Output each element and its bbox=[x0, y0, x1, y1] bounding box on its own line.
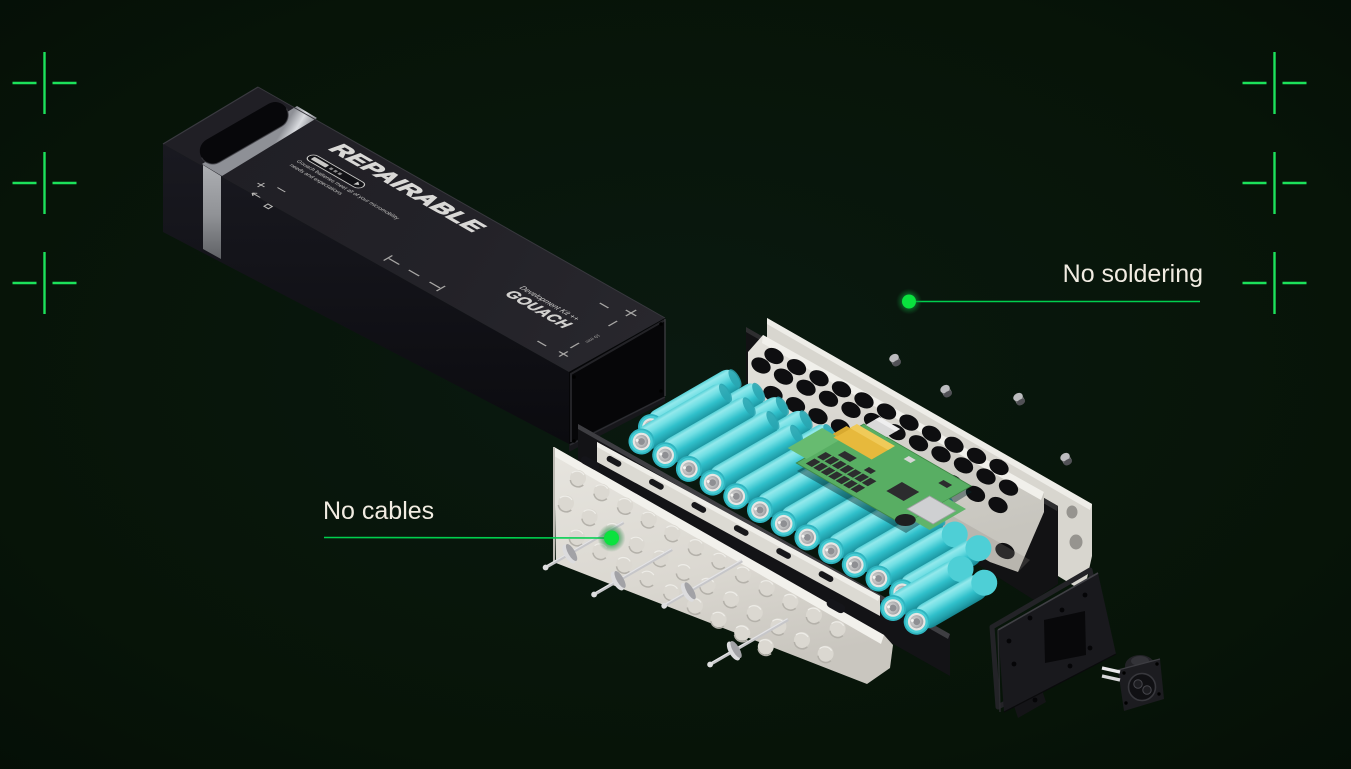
svg-text:No cables: No cables bbox=[323, 497, 434, 525]
svg-text:10 mm: 10 mm bbox=[583, 333, 601, 344]
svg-text:No soldering: No soldering bbox=[1063, 260, 1203, 288]
